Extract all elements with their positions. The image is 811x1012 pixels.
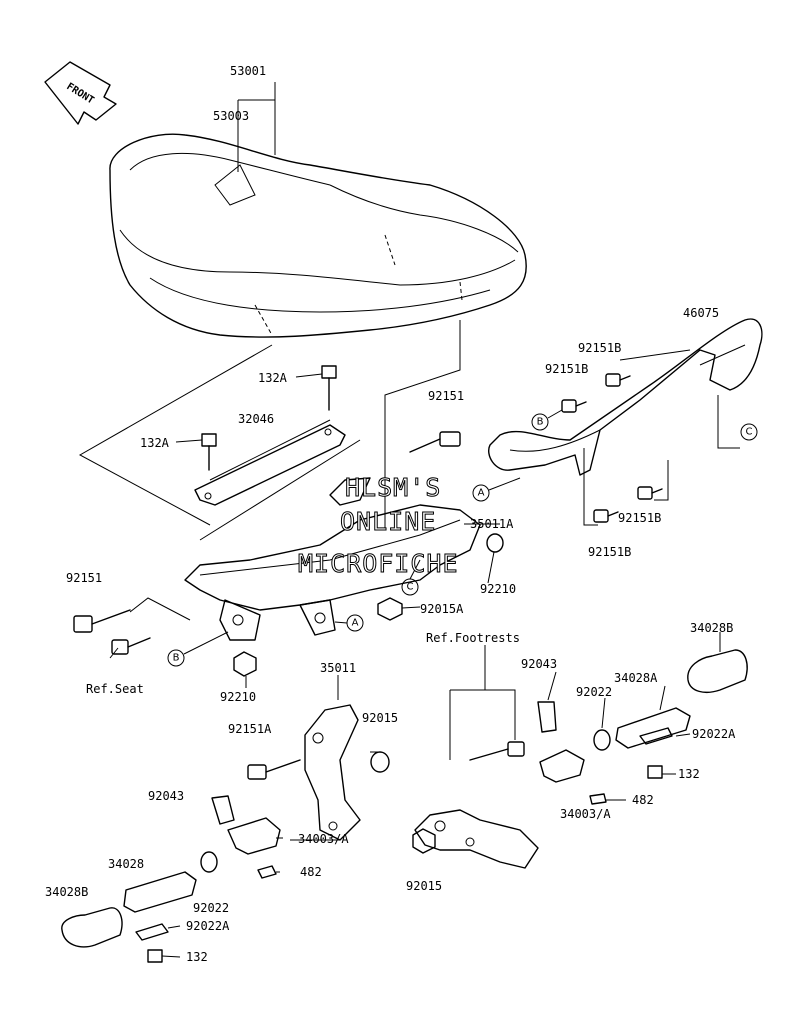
- label-34003a-right: 34003/A: [560, 807, 611, 821]
- label-482-right: 482: [632, 793, 654, 807]
- marker-b-1: B: [531, 413, 549, 431]
- label-92210-upper: 92210: [480, 582, 516, 596]
- label-92210-lower: 92210: [220, 690, 256, 704]
- label-92022a-right: 92022A: [692, 727, 736, 741]
- svg-text:A: A: [352, 618, 359, 629]
- label-53001: 53001: [230, 64, 266, 78]
- label-92015a: 92015A: [420, 602, 464, 616]
- label-92151a: 92151A: [228, 722, 272, 736]
- label-46075: 46075: [683, 306, 719, 320]
- bolt-ref-seat: [111, 637, 151, 655]
- guide-lines: [78, 82, 461, 541]
- label-92151b-3: 92151B: [618, 511, 661, 525]
- pin-92043-left: [211, 795, 235, 825]
- bolt-92151-left: [73, 609, 131, 633]
- bracket-35011: [304, 675, 361, 841]
- pin-482-right: [589, 793, 607, 805]
- label-132-left: 132: [186, 950, 208, 964]
- peg-34028a: [615, 707, 691, 749]
- label-34028b-right: 34028B: [690, 621, 733, 635]
- marker-c-2: C: [401, 578, 419, 596]
- label-92043-right: 92043: [521, 657, 557, 671]
- bolt-92151b-1: [605, 373, 631, 387]
- bolt-92151a: [247, 759, 301, 780]
- bolt-132a-lower: [201, 433, 217, 471]
- svg-text:B: B: [537, 417, 544, 428]
- clip-92022a-right: [639, 727, 673, 745]
- grab-bar-46075: [488, 318, 763, 476]
- label-34028b-left: 34028B: [45, 885, 88, 899]
- collar-92015-bottom: [412, 828, 436, 854]
- svg-text:A: A: [478, 488, 485, 499]
- frame-assembly: [184, 477, 481, 641]
- svg-text:C: C: [746, 427, 753, 438]
- bolt-right-footrest: [469, 741, 525, 761]
- svg-text:ONLINE: ONLINE: [340, 507, 436, 536]
- label-132a-1: 132A: [258, 371, 288, 385]
- ref-seat: Ref.Seat: [86, 682, 144, 696]
- label-92151b-2: 92151B: [545, 362, 588, 376]
- label-92151-left: 92151: [66, 571, 102, 585]
- label-32046: 32046: [238, 412, 274, 426]
- bolt-92151b-4: [593, 509, 619, 523]
- label-132a-2: 132A: [140, 436, 170, 450]
- washer-92022-left: [200, 851, 218, 873]
- clip-92022a-left: [135, 923, 169, 941]
- label-482-left: 482: [300, 865, 322, 879]
- bolt-132a-upper: [321, 365, 337, 411]
- rubber-34028b-right: [687, 649, 748, 693]
- label-92151-top: 92151: [428, 389, 464, 403]
- bolt-132-right: [647, 765, 663, 779]
- svg-text:C: C: [407, 582, 414, 593]
- bracket-right-footrest: [414, 809, 539, 869]
- pin-92043-right: [537, 701, 557, 733]
- bolt-92151-top: [409, 431, 461, 453]
- label-132-right: 132: [678, 767, 700, 781]
- label-35011: 35011: [320, 661, 356, 675]
- label-92151b-1: 92151B: [578, 341, 621, 355]
- bolt-92151b-3: [637, 486, 663, 500]
- nut-92210-upper: [486, 533, 504, 553]
- leader-lines: [109, 373, 721, 958]
- collar-92015-top: [370, 751, 390, 773]
- marker-a-1: A: [472, 484, 490, 502]
- svg-text:MICROFICHE: MICROFICHE: [298, 549, 459, 578]
- bracket-32046: [194, 419, 346, 506]
- washer-92022-right: [593, 729, 611, 751]
- nut-92210-lower: [233, 651, 257, 677]
- label-34028: 34028: [108, 857, 144, 871]
- bracket-34003-left: [227, 817, 340, 855]
- marker-c-1: C: [740, 423, 758, 441]
- svg-text:HLSM'S: HLSM'S: [345, 473, 441, 502]
- label-34003a-left: 34003/A: [298, 832, 349, 846]
- marker-a-2: A: [346, 614, 364, 632]
- marker-b-2: B: [167, 649, 185, 667]
- front-arrow-icon: FRONT: [44, 61, 117, 125]
- nut-92015a: [377, 597, 403, 621]
- label-35011a: 35011A: [470, 517, 514, 531]
- ref-footrests: Ref.Footrests: [426, 631, 520, 645]
- label-92022a-left: 92022A: [186, 919, 230, 933]
- bracket-34003-right: [539, 749, 585, 783]
- svg-text:B: B: [173, 653, 180, 664]
- label-92022-left: 92022: [193, 901, 229, 915]
- label-92015-top: 92015: [362, 711, 398, 725]
- label-92043-left: 92043: [148, 789, 184, 803]
- label-92022-right: 92022: [576, 685, 612, 699]
- pin-482-left: [257, 865, 277, 879]
- label-92151b-4: 92151B: [588, 545, 631, 559]
- rubber-34028b-left: [61, 907, 123, 948]
- label-53003: 53003: [213, 109, 249, 123]
- label-34028a: 34028A: [614, 671, 658, 685]
- peg-34028: [123, 871, 197, 913]
- bolt-132-left: [147, 949, 163, 963]
- label-92015-bottom: 92015: [406, 879, 442, 893]
- seat-illustration: [109, 133, 527, 338]
- bolt-92151b-2: [561, 399, 587, 413]
- watermark: HLSM'S ONLINE MICROFICHE: [298, 473, 459, 579]
- front-arrow-label: FRONT: [64, 81, 95, 106]
